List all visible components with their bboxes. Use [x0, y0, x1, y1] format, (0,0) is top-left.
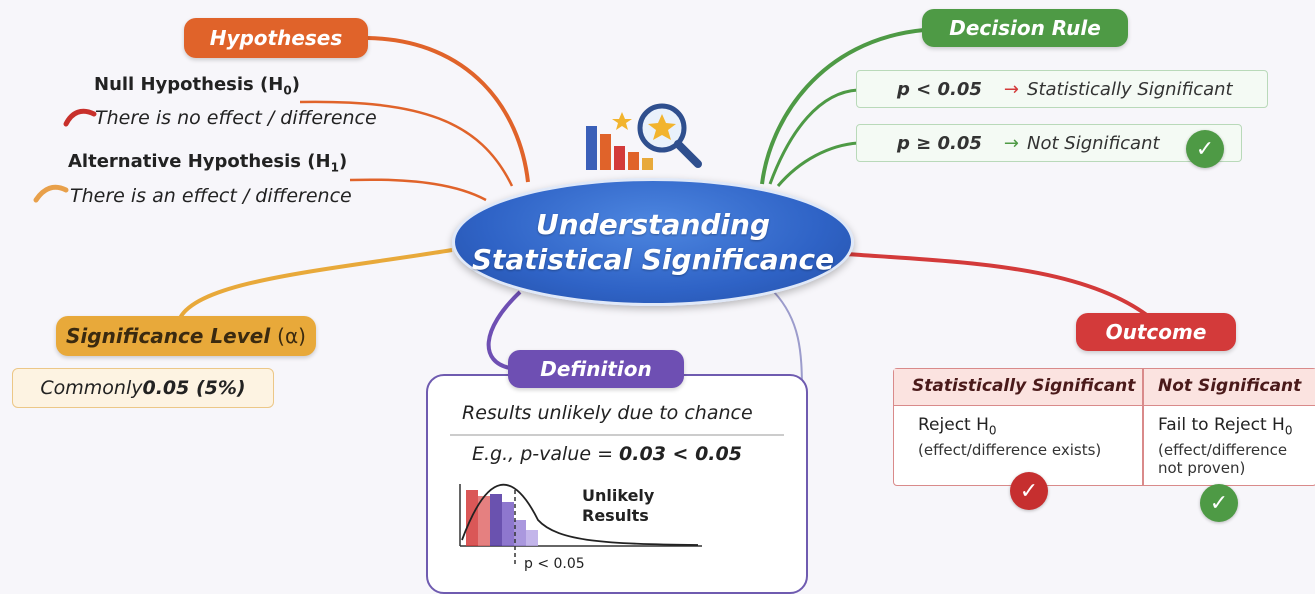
outcome-header-significant: Statistically Significant: [912, 376, 1136, 396]
rule-2-condition: p ≥ 0.05: [897, 132, 982, 154]
definition-text: Results unlikely due to chance: [462, 402, 753, 424]
decision-rule-node: Decision Rule: [922, 9, 1128, 47]
chart-magnifier-icon: [586, 103, 702, 170]
null-hypothesis-title: Null Hypothesis (H0): [94, 74, 300, 98]
hypotheses-title: Hypotheses: [209, 26, 343, 50]
significance-level-value-box: Commonly 0.05 (5%): [12, 368, 274, 408]
definition-node: Definition: [508, 350, 684, 388]
decision-rule-row-2: p ≥ 0.05 → Not Significant: [856, 124, 1242, 162]
significance-value: 0.05 (5%): [142, 377, 246, 399]
distribution-curve-icon: [459, 483, 702, 566]
rule-1-result: Statistically Significant: [1027, 78, 1233, 100]
alt-hypothesis-title: Alternative Hypothesis (H1): [68, 151, 348, 175]
outcome-table-header: [894, 369, 1315, 406]
definition-box: Results unlikely due to chance E.g., p-v…: [426, 374, 808, 594]
outcome-divider: [1142, 369, 1144, 485]
definition-title: Definition: [540, 357, 652, 381]
outcome-title: Outcome: [1105, 320, 1207, 344]
significance-level-title: Significance Level: [66, 324, 271, 348]
significance-value-prefix: Commonly: [40, 377, 143, 399]
outcome-header-not-significant: Not Significant: [1158, 376, 1302, 396]
unlikely-results-label: Unlikely Results: [582, 486, 655, 525]
outcome-note-reject: (effect/difference exists): [918, 441, 1102, 459]
decision-rule-title: Decision Rule: [949, 16, 1101, 40]
central-title-line2: Statistical Significance: [471, 243, 835, 276]
outcome-decision-reject: Reject H0: [918, 415, 997, 438]
alpha-symbol: (α): [277, 324, 306, 348]
threshold-label: p < 0.05: [524, 556, 585, 572]
outcome-table: Statistically Significant Not Significan…: [893, 368, 1315, 486]
rule-1-condition: p < 0.05: [897, 78, 982, 100]
alt-hypothesis-description: There is an effect / difference: [70, 185, 352, 207]
rule-2-result: Not Significant: [1027, 132, 1160, 154]
outcome-decision-fail: Fail to Reject H0: [1158, 415, 1293, 438]
central-title-line1: Understanding: [535, 208, 770, 241]
definition-example: E.g., p-value = 0.03 < 0.05: [472, 443, 742, 465]
significance-level-node: Significance Level (α): [56, 316, 316, 356]
hypotheses-node: Hypotheses: [184, 18, 368, 58]
check-icon: ✓: [1010, 472, 1048, 510]
rule-2-arrow-icon: →: [1003, 132, 1020, 154]
check-icon: ✓: [1200, 484, 1238, 522]
outcome-note-fail: (effect/difference not proven): [1158, 441, 1288, 477]
check-icon: ✓: [1186, 130, 1224, 168]
definition-divider: [450, 434, 784, 436]
decision-rule-row-1: p < 0.05 → Statistically Significant: [856, 70, 1268, 108]
central-topic: Understanding Statistical Significance: [452, 178, 854, 306]
rule-1-arrow-icon: →: [1003, 78, 1020, 100]
null-hypothesis-description: There is no effect / difference: [95, 107, 377, 129]
outcome-node: Outcome: [1076, 313, 1236, 351]
